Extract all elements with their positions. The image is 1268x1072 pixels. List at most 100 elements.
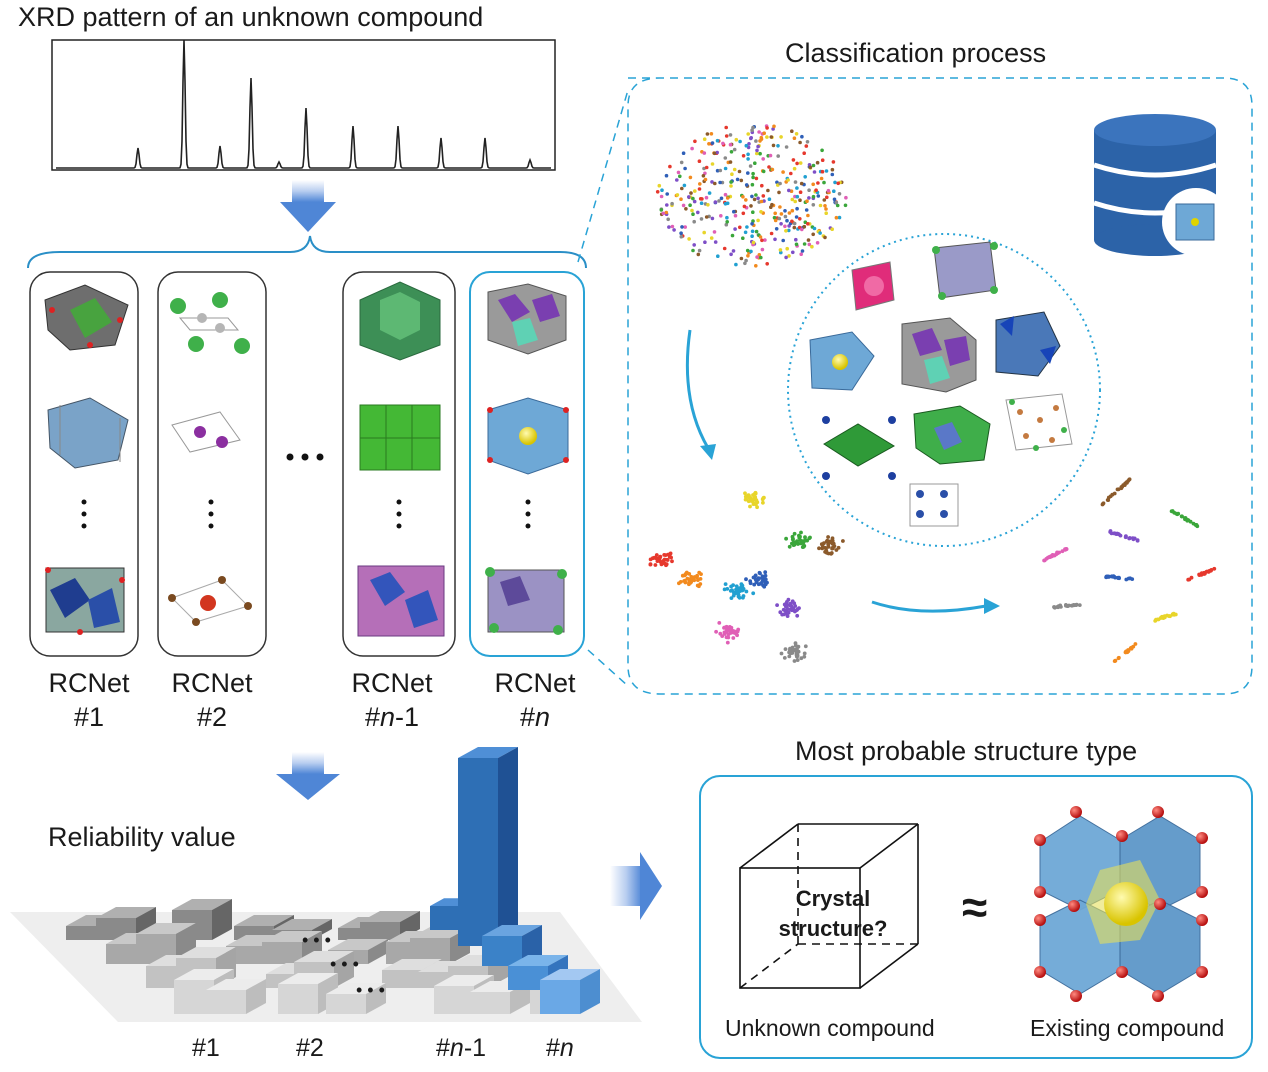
scatter-point bbox=[837, 192, 842, 196]
scatter-point bbox=[778, 181, 782, 186]
scatter-point bbox=[726, 635, 731, 640]
scatter-point bbox=[754, 229, 759, 234]
scatter-point bbox=[750, 182, 755, 187]
scatter-point bbox=[796, 542, 800, 546]
scatter-point bbox=[665, 203, 669, 207]
scatter-point bbox=[730, 233, 735, 238]
scatter-point bbox=[1122, 483, 1127, 487]
scatter-point bbox=[1133, 642, 1138, 646]
scatter-point bbox=[806, 213, 810, 218]
scatter-point bbox=[1117, 655, 1121, 660]
scatter-point bbox=[1168, 614, 1172, 619]
bar-ellipsis-1: • • • bbox=[302, 930, 331, 950]
scatter-point bbox=[800, 227, 804, 232]
scatter-point bbox=[760, 238, 764, 243]
scatter-point bbox=[664, 210, 669, 215]
scatter-point bbox=[1050, 553, 1055, 558]
scatter-point bbox=[784, 229, 788, 233]
scatter-point bbox=[791, 543, 796, 547]
scatter-point bbox=[731, 636, 736, 640]
scatter-point bbox=[794, 654, 799, 659]
scatter-point bbox=[749, 249, 753, 254]
scatter-point bbox=[826, 545, 831, 549]
scatter-point bbox=[731, 249, 736, 253]
scatter-point bbox=[819, 542, 824, 547]
brace bbox=[27, 235, 587, 269]
scatter-point bbox=[751, 175, 755, 180]
scatter-point bbox=[792, 166, 797, 171]
scatter-point bbox=[790, 208, 795, 213]
scatter-point bbox=[726, 632, 731, 637]
scatter-point bbox=[718, 180, 722, 185]
existing-compound-label: Existing compound bbox=[1030, 1015, 1225, 1041]
scatter-point bbox=[833, 180, 837, 185]
scatter-point bbox=[756, 218, 760, 223]
scatter-point bbox=[666, 217, 670, 222]
scatter-point bbox=[730, 172, 734, 176]
scatter-point bbox=[654, 553, 659, 557]
scatter-point bbox=[704, 215, 709, 219]
scatter-point bbox=[811, 163, 816, 168]
reliability-bar bbox=[206, 979, 266, 1014]
scatter-point bbox=[1130, 536, 1135, 540]
scatter-point bbox=[787, 544, 792, 549]
thumb-6 bbox=[822, 416, 896, 480]
scatter-point bbox=[795, 613, 800, 618]
scatter-point bbox=[685, 576, 690, 581]
scatter-point bbox=[836, 545, 841, 550]
scatter-point bbox=[799, 252, 803, 256]
scatter-point bbox=[746, 132, 750, 136]
scatter-point bbox=[807, 188, 811, 192]
scatter-point bbox=[725, 196, 730, 200]
oxygen-atom bbox=[1070, 990, 1082, 1002]
scatter-point bbox=[1127, 477, 1131, 482]
scatter-point bbox=[765, 262, 769, 266]
scatter-point bbox=[761, 157, 765, 161]
scatter-point bbox=[682, 579, 686, 583]
scatter-point bbox=[757, 253, 762, 257]
scatter-point bbox=[1052, 605, 1056, 609]
xrd-title: XRD pattern of an unknown compound bbox=[18, 2, 484, 32]
scatter-point bbox=[725, 201, 730, 206]
scatter-point bbox=[830, 545, 835, 550]
scatter-point bbox=[757, 130, 761, 134]
scatter-point bbox=[800, 249, 805, 253]
scatter-point bbox=[684, 207, 688, 211]
scatter-point bbox=[1156, 617, 1160, 622]
scatter-point bbox=[1169, 509, 1174, 514]
scatter-point bbox=[665, 558, 670, 562]
scatter-point bbox=[806, 238, 811, 242]
scatter-point bbox=[729, 625, 734, 630]
scatter-point bbox=[741, 154, 746, 158]
scatter-point bbox=[787, 188, 791, 193]
oxygen-atom bbox=[1152, 990, 1164, 1002]
scatter-point bbox=[794, 650, 799, 655]
scatter-point bbox=[702, 151, 707, 155]
tsne-cloud-clustered bbox=[648, 490, 845, 663]
scatter-point bbox=[767, 165, 771, 169]
scatter-point bbox=[753, 573, 758, 578]
scatter-point bbox=[790, 219, 794, 224]
rcnet-label-n-1: RCNet #n-1 bbox=[351, 668, 433, 732]
oxygen-atom bbox=[1034, 834, 1046, 846]
bar-label-1: #1 bbox=[192, 1034, 220, 1062]
scatter-point bbox=[648, 562, 653, 567]
scatter-point bbox=[778, 248, 783, 252]
scatter-point bbox=[811, 203, 816, 207]
reliability-bar bbox=[326, 983, 386, 1014]
scatter-point bbox=[737, 595, 742, 600]
scatter-point bbox=[762, 584, 767, 589]
scatter-point bbox=[779, 250, 783, 255]
scatter-point bbox=[744, 183, 749, 187]
scatter-point bbox=[725, 215, 729, 220]
bar-label-n: #n bbox=[546, 1034, 574, 1062]
scatter-point bbox=[1123, 535, 1128, 540]
down-arrow-bottom bbox=[276, 752, 340, 800]
scatter-point bbox=[793, 641, 798, 646]
scatter-point bbox=[753, 161, 757, 165]
scatter-point bbox=[802, 224, 807, 229]
scatter-point bbox=[699, 217, 704, 221]
scatter-point bbox=[746, 157, 750, 161]
scatter-point bbox=[795, 206, 799, 211]
